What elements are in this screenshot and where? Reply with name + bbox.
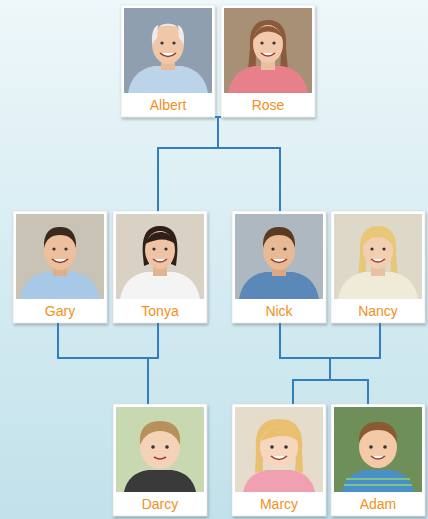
family-line (58, 323, 148, 404)
person-name: Albert (150, 94, 187, 116)
family-line (158, 117, 221, 211)
card-frame (232, 211, 326, 323)
person-name: Nancy (358, 300, 398, 322)
family-line (215, 117, 280, 211)
card-frames (13, 5, 425, 516)
portrait-photo (334, 214, 422, 299)
person-card: Marcy (232, 404, 326, 516)
portrait-photo (16, 214, 104, 299)
person-card: Albert (121, 5, 215, 117)
family-line (158, 117, 218, 211)
family-line (293, 323, 380, 404)
person-card: Tonya (113, 211, 207, 323)
card-frame (221, 5, 315, 117)
card-frame (113, 211, 207, 323)
card-frame (331, 211, 425, 323)
card-frame (121, 5, 215, 117)
person-name: Gary (45, 300, 75, 322)
person-name: Tonya (141, 300, 178, 322)
person-name: Nick (265, 300, 292, 322)
person-card: Nick (232, 211, 326, 323)
person-name: Adam (360, 493, 397, 515)
person-card: Darcy (113, 404, 207, 516)
portrait-photo (334, 407, 422, 492)
portrait-photo (116, 214, 204, 299)
person-card: Rose (221, 5, 315, 117)
family-line (330, 323, 380, 404)
person-card: Nancy (331, 211, 425, 323)
person-name: Rose (252, 94, 285, 116)
person-name: Marcy (260, 493, 298, 515)
card-frame (331, 404, 425, 516)
portrait-photo (116, 407, 204, 492)
portrait-photo (124, 8, 212, 93)
family-line (218, 117, 280, 211)
person-name: Darcy (142, 493, 179, 515)
person-card: Adam (331, 404, 425, 516)
person-card: Gary (13, 211, 107, 323)
card-frame (232, 404, 326, 516)
family-line (148, 323, 158, 404)
card-frame (113, 404, 207, 516)
portrait-photo (224, 8, 312, 93)
card-frame (13, 211, 107, 323)
family-line (280, 323, 330, 404)
portrait-photo (235, 214, 323, 299)
portrait-photo (235, 407, 323, 492)
